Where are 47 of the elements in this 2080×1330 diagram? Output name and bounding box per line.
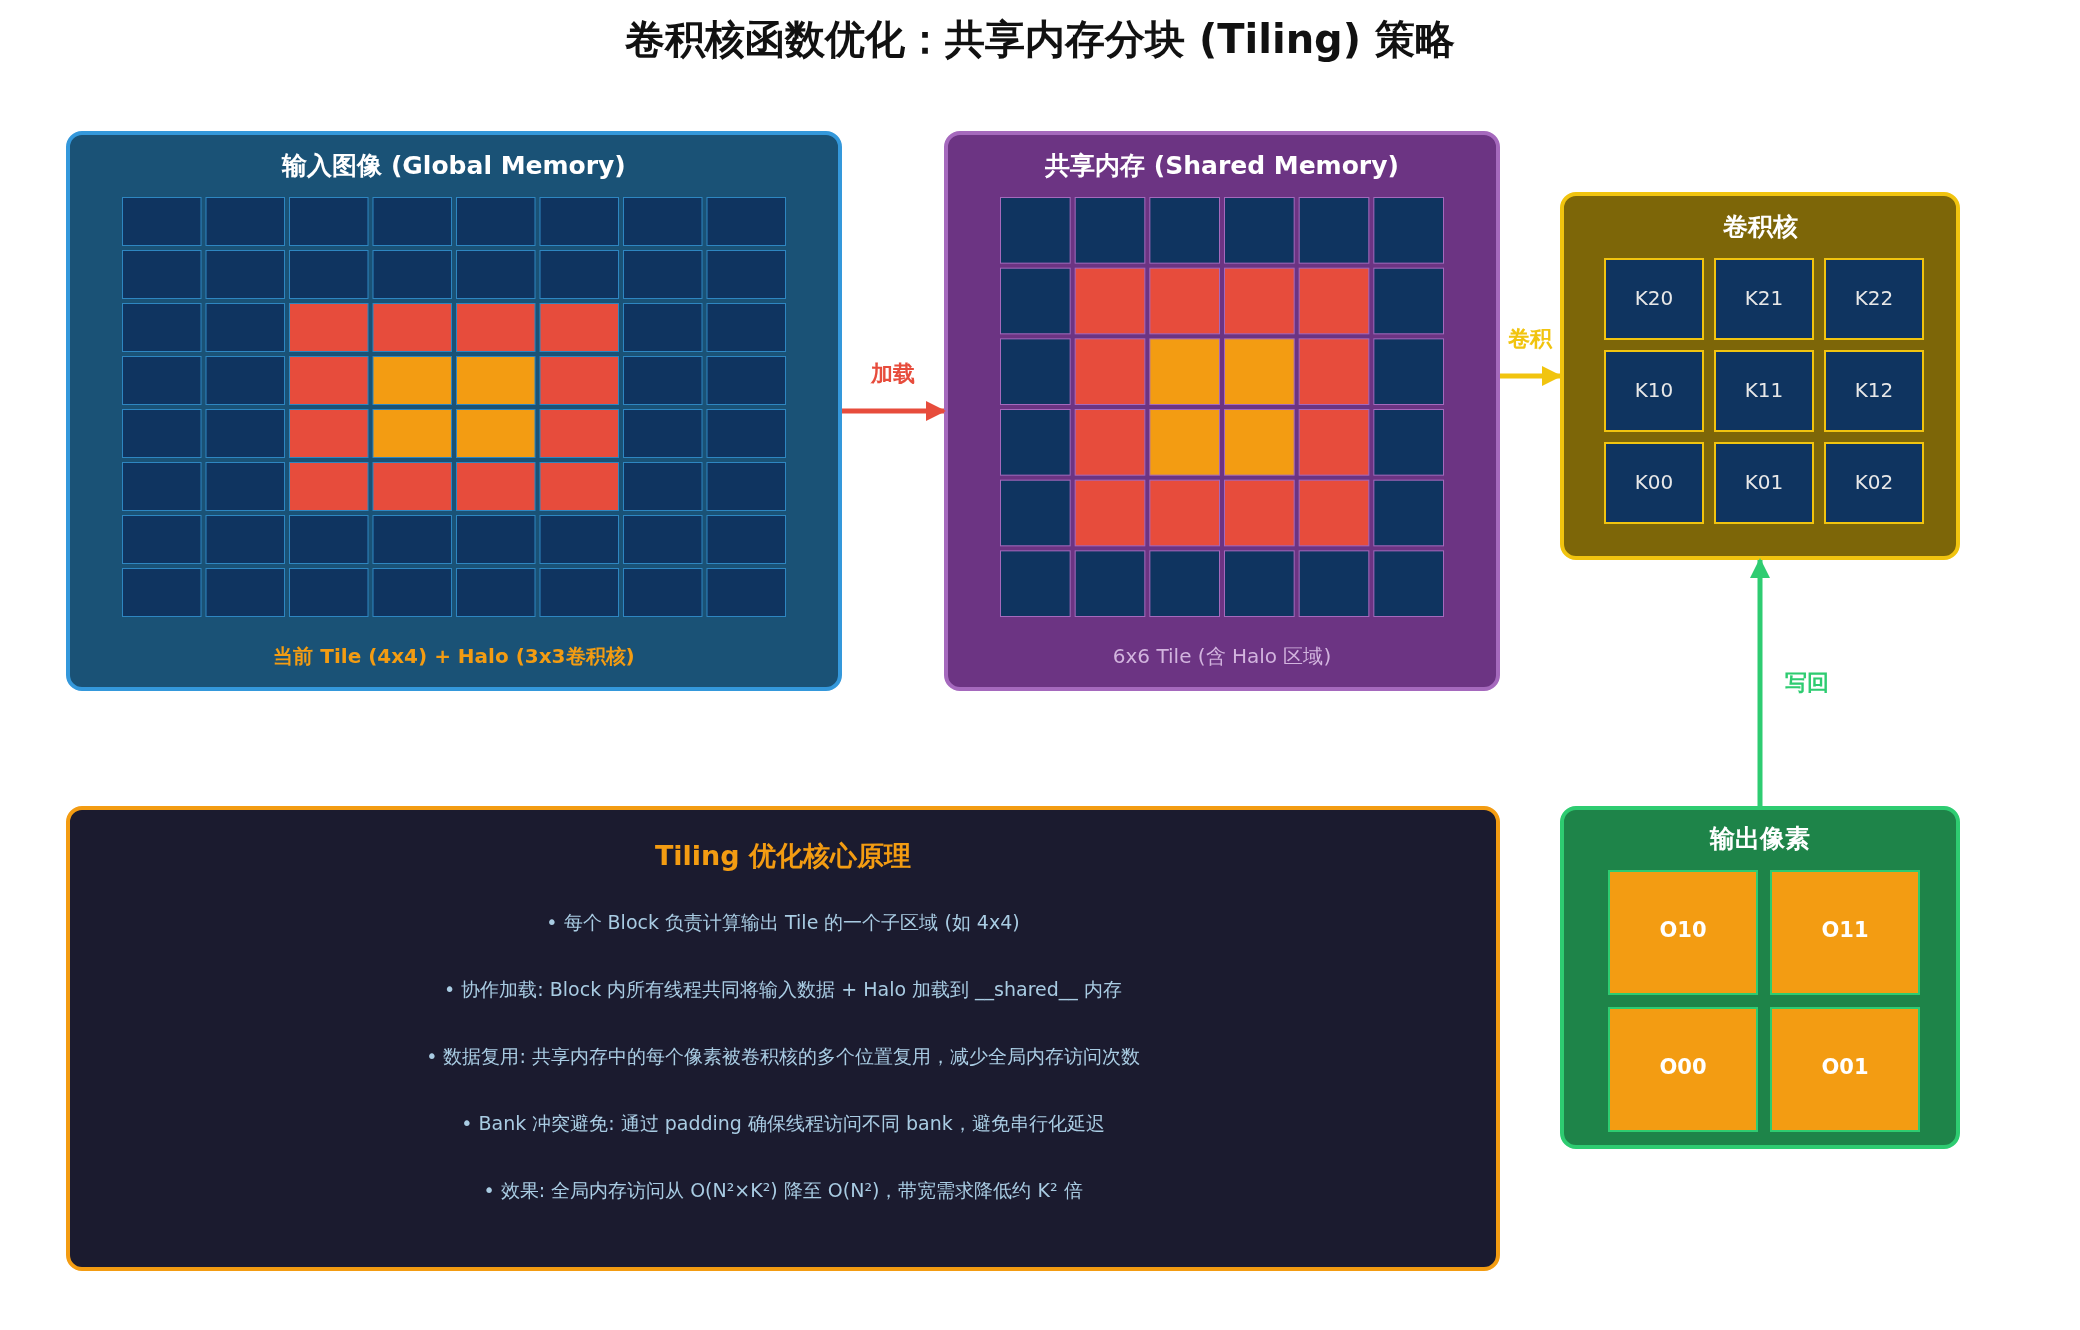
memory-panel [944,131,1500,691]
panel-caption: 6x6 Tile (含 Halo 区域) [1112,643,1332,670]
panel-title: Tiling 优化核心原理 [654,839,912,873]
panel-title: 输出像素 [1710,823,1810,855]
memory-panel [66,131,842,691]
kernel-weight-cell [1714,258,1814,340]
weight-label: K11 [1744,378,1784,402]
diagram-title: 卷积核函数优化：共享内存分块 (Tiling) 策略 [625,15,1455,64]
weight-label: K00 [1634,470,1674,494]
kernel-weight-cell [1604,442,1704,524]
kernel-weight-cell [1604,258,1704,340]
bullet-point: • Bank 冲突避免: 通过 padding 确保线程访问不同 bank，避免串行化延迟 [461,1111,1105,1136]
arrow [842,401,946,421]
output-pixel-cell [1608,1007,1758,1132]
output-pixel-cell [1608,870,1758,995]
weight-label: K10 [1634,378,1674,402]
weight-label: K22 [1854,286,1894,310]
pixel-label: O01 [1821,1055,1869,1079]
kernel-weight-cell [1824,350,1924,432]
kernel-weight-cell [1714,350,1814,432]
panel-title: 共享内存 (Shared Memory) [1045,150,1399,182]
weight-label: K02 [1854,470,1894,494]
bullet-point: • 每个 Block 负责计算输出 Tile 的一个子区域 (如 4x4) [546,910,1020,935]
pixel-label: O10 [1659,918,1707,942]
arrow [1750,558,1770,806]
bullet-point: • 效果: 全局内存访问从 O(N²×K²) 降至 O(N²)，带宽需求降低约 K² 倍 [483,1178,1083,1203]
kernel-panel [1560,192,1960,560]
weight-label: K21 [1744,286,1784,310]
output-pixel-cell [1770,870,1920,995]
principles-panel [66,806,1500,1271]
kernel-weight-cell [1604,350,1704,432]
bullet-point: • 协作加载: Block 内所有线程共同将输入数据 + Halo 加载到 __shared__ 内存 [444,977,1122,1003]
output-panel [1560,806,1960,1149]
kernel-weight-cell [1824,258,1924,340]
pixel-label: O00 [1659,1055,1707,1079]
kernel-weight-cell [1824,442,1924,524]
weight-label: K20 [1634,286,1674,310]
weight-label: K12 [1854,378,1894,402]
kernel-weight-cell [1714,442,1814,524]
pixel-label: O11 [1821,918,1869,942]
panel-title: 卷积核 [1722,211,1798,243]
arrow [1500,366,1562,386]
weight-label: K01 [1744,470,1784,494]
panel-caption: 当前 Tile (4x4) + Halo (3x3卷积核) [273,643,635,670]
panel-title: 输入图像 (Global Memory) [282,150,626,182]
output-pixel-cell [1770,1007,1920,1132]
bullet-point: • 数据复用: 共享内存中的每个像素被卷积核的多个位置复用，减少全局内存访问次数 [426,1044,1140,1069]
